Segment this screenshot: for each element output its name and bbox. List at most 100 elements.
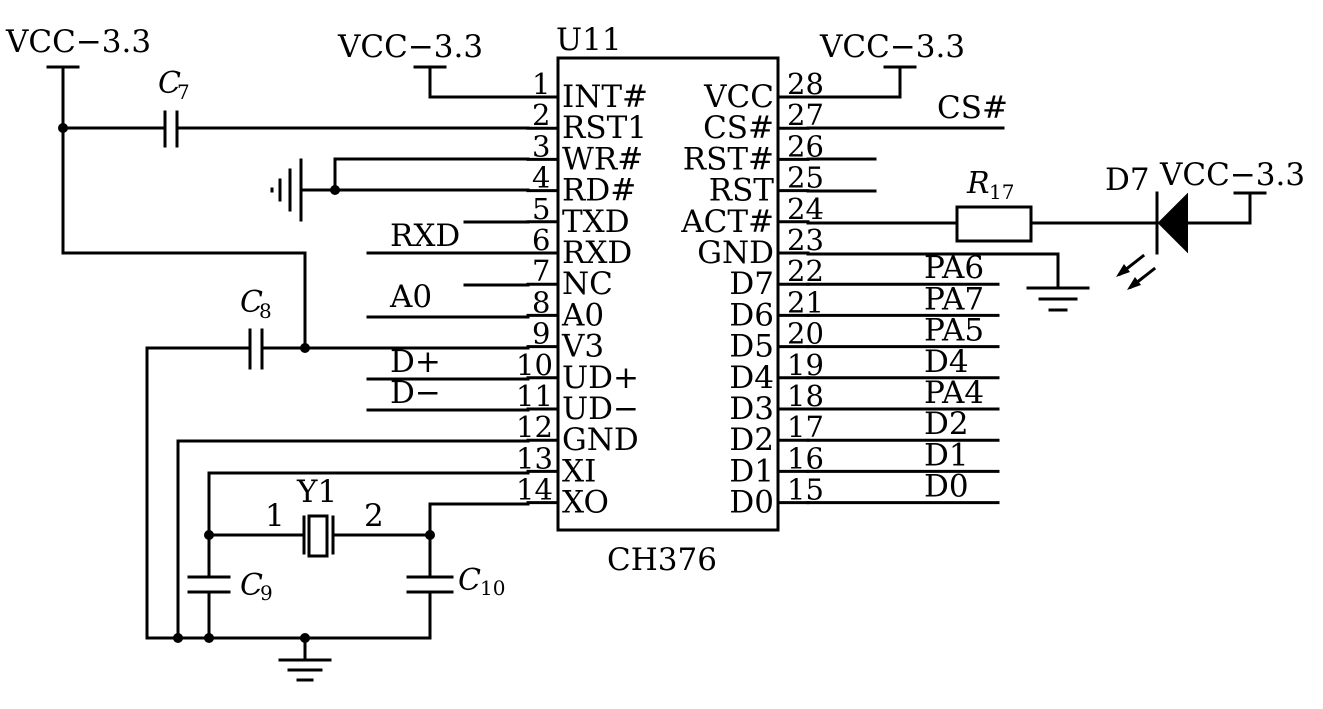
c7-subscript: 7 <box>177 80 190 104</box>
r17-subscript: 17 <box>989 180 1014 204</box>
left-pin-number: 5 <box>532 192 550 226</box>
right-net-label: PA5 <box>924 313 984 349</box>
left-pin-name: XO <box>562 485 609 521</box>
left-pin-name: A0 <box>561 297 604 333</box>
right-pin-name: D6 <box>729 297 774 333</box>
left-pin-number: 1 <box>532 67 550 101</box>
right-pin-number: 21 <box>787 285 824 319</box>
vcc-label-pin28: VCC−3.3 <box>819 29 965 65</box>
junction-c7 <box>58 123 68 133</box>
junction-rd <box>330 185 340 195</box>
c10-label: C <box>458 563 481 598</box>
right-pin-number: 15 <box>787 473 824 507</box>
left-pin-name: V3 <box>561 329 604 365</box>
net-dminus-label: D− <box>390 375 441 411</box>
right-pin-name: VCC <box>703 79 774 115</box>
chip-body <box>556 56 780 532</box>
right-pin-name: D1 <box>729 453 774 489</box>
right-pin-name: ACT# <box>680 204 774 240</box>
left-pin-name: RD# <box>562 173 636 209</box>
right-pin-name: CS# <box>703 110 774 146</box>
right-net-label: PA7 <box>924 281 984 317</box>
right-pin-number: 17 <box>787 410 824 444</box>
left-pin-number: 8 <box>532 285 550 319</box>
ground-icon-right <box>1026 252 1090 312</box>
left-pin-number: 9 <box>532 317 550 351</box>
chip-ref: U11 <box>556 22 622 58</box>
left-pin-number: 14 <box>516 473 553 507</box>
left-pin-name: UD− <box>562 391 639 427</box>
capacitor-c8 <box>248 328 264 370</box>
right-net-label: D0 <box>924 469 969 505</box>
ground-icon-bottom <box>278 636 332 682</box>
chip-part: CH376 <box>607 542 717 578</box>
left-pin-number: 10 <box>516 348 553 382</box>
junction-gnd-209 <box>204 633 214 643</box>
net-cs-label: CS# <box>937 90 1008 126</box>
right-pin-name: D5 <box>729 329 774 365</box>
left-pin-name: RST1 <box>562 110 647 146</box>
right-pin-number: 16 <box>787 441 824 475</box>
right-pin-number: 19 <box>787 348 824 382</box>
right-pin-name: RST <box>709 173 775 209</box>
c7-label: C <box>158 66 181 101</box>
right-pin-name: D4 <box>729 360 774 396</box>
left-pin-name: XI <box>562 453 596 489</box>
left-pin-name: INT# <box>562 79 648 115</box>
junction-xo <box>425 530 435 540</box>
vcc-label-left: VCC−3.3 <box>5 24 151 60</box>
ground-icon-wr-rd <box>270 158 303 222</box>
right-pin-name: D3 <box>729 391 774 427</box>
c8-subscript: 8 <box>259 299 272 323</box>
left-pin-name: UD+ <box>562 360 639 396</box>
capacitor-c9 <box>187 575 231 594</box>
left-pin-name: WR# <box>562 141 643 177</box>
right-pin-number: 18 <box>787 379 824 413</box>
right-pin-name: D0 <box>729 485 774 521</box>
vcc-symbol-pin28 <box>806 65 917 99</box>
right-pin-number: 22 <box>787 254 824 288</box>
junction-v3 <box>300 343 310 353</box>
c9-label: C <box>240 568 263 603</box>
y1-label: Y1 <box>296 474 337 510</box>
capacitor-c10 <box>406 575 454 594</box>
left-pin-number: 2 <box>532 98 550 132</box>
right-pin-name: D7 <box>729 266 774 302</box>
right-net-label: PA6 <box>924 250 984 286</box>
c10-subscript: 10 <box>480 576 505 600</box>
right-net-label: PA4 <box>924 375 984 411</box>
y1-pin2-label: 2 <box>364 498 384 534</box>
right-net-label: D2 <box>924 406 969 442</box>
led-d7 <box>1155 191 1267 255</box>
vcc-label-led: VCC−3.3 <box>1159 157 1305 193</box>
left-pin-name: TXD <box>562 204 630 240</box>
c8-label: C <box>240 285 263 320</box>
right-net-label: D1 <box>924 437 969 473</box>
left-pin-name: RXD <box>562 235 632 271</box>
net-dplus-label: D+ <box>390 344 441 380</box>
left-pin-name: NC <box>562 266 613 302</box>
vcc-symbol-pin1 <box>413 65 530 99</box>
resistor-r17 <box>955 205 1033 243</box>
right-pin-number: 20 <box>787 317 824 351</box>
left-pin-number: 11 <box>516 379 553 413</box>
left-pin-number: 6 <box>532 223 550 257</box>
left-pin-number: 13 <box>516 441 553 475</box>
left-pin-number: 12 <box>516 410 553 444</box>
crystal-y1 <box>302 514 335 558</box>
right-net-label: D4 <box>924 344 969 380</box>
left-pin-number: 4 <box>532 161 550 195</box>
junction-xi <box>204 530 214 540</box>
junction-gnd-178 <box>173 633 183 643</box>
right-pin-group: 28VCC27CS#26RST#25RST24ACT#23GND22D721D6… <box>680 67 824 521</box>
left-pin-number: 3 <box>532 129 550 163</box>
right-pin-number: 23 <box>787 223 824 257</box>
net-rxd-label: RXD <box>390 218 460 254</box>
right-pin-number: 28 <box>787 67 824 101</box>
right-pin-name: RST# <box>683 141 774 177</box>
r17-label: R <box>966 166 990 201</box>
left-pin-number: 7 <box>532 254 550 288</box>
